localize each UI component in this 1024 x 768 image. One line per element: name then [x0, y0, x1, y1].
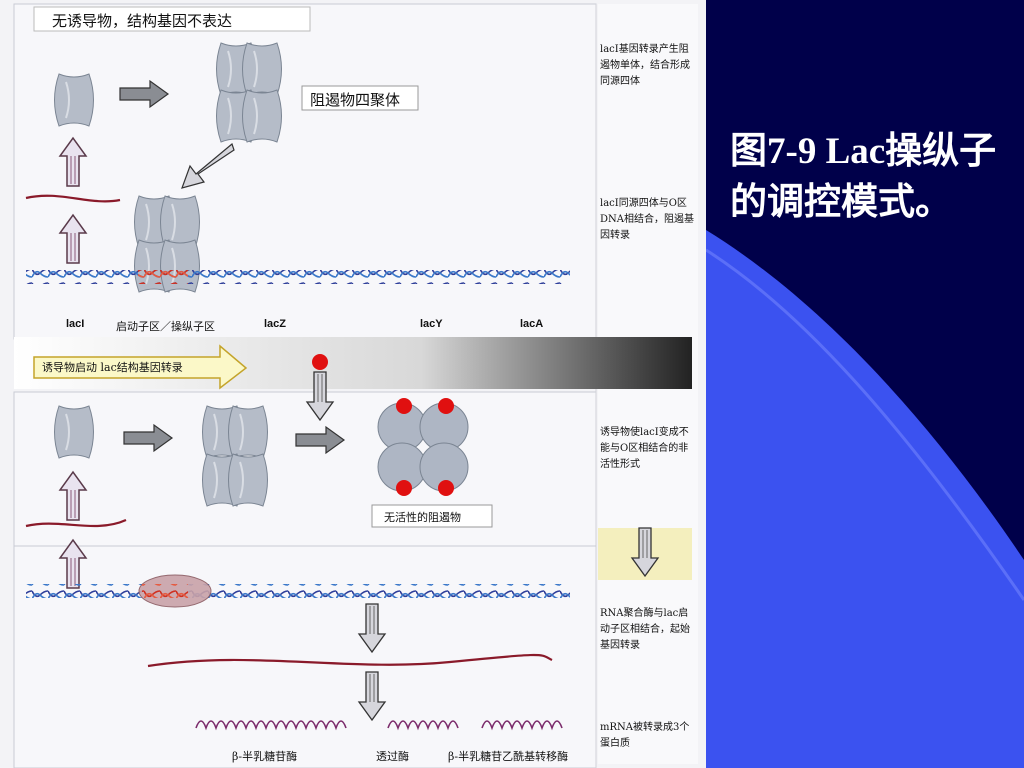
- side-note-repressor-formation: lacI基因转录产生阻遏物单体，结合形成同源四体: [600, 44, 690, 87]
- side-note-inducer: 诱导物使lacI变成不能与O区相结合的非活性形式: [600, 427, 689, 470]
- top-panel-header: 无诱导物，结构基因不表达: [52, 12, 233, 30]
- side-note-operator-binding: lacI同源四体与O区DNA相结合，阻遏基因转录: [600, 198, 694, 241]
- gene-label-laci: lacI: [66, 318, 85, 330]
- gene-label-lacz: lacZ: [264, 318, 287, 330]
- protein-label-galactosidase: β-半乳糖苷酶: [232, 750, 298, 763]
- protein-label-permease: 透过酶: [376, 750, 409, 763]
- induction-banner: 诱导物启动 lac结构基因转录: [42, 361, 183, 374]
- lac-operon-figure: [0, 0, 706, 768]
- tetramer-label: 阻遏物四聚体: [310, 91, 401, 109]
- slide-title: 图7-9 Lac操纵子的调控模式。: [730, 131, 997, 223]
- side-note-rna-polymerase: RNA聚合酶与lac启动子区相结合，起始基因转录: [600, 608, 690, 651]
- gene-label-promoter-operator: 启动子区／操纵子区: [116, 320, 215, 333]
- gene-label-lacy: lacY: [420, 318, 443, 330]
- side-note-mrna-translation: mRNA被转录成3个蛋白质: [600, 722, 690, 749]
- gene-label-laca: lacA: [520, 318, 544, 330]
- protein-label-transacetylase: β-半乳糖苷乙酰基转移酶: [448, 750, 569, 763]
- inactive-repressor-label: 无活性的阻遏物: [384, 511, 461, 524]
